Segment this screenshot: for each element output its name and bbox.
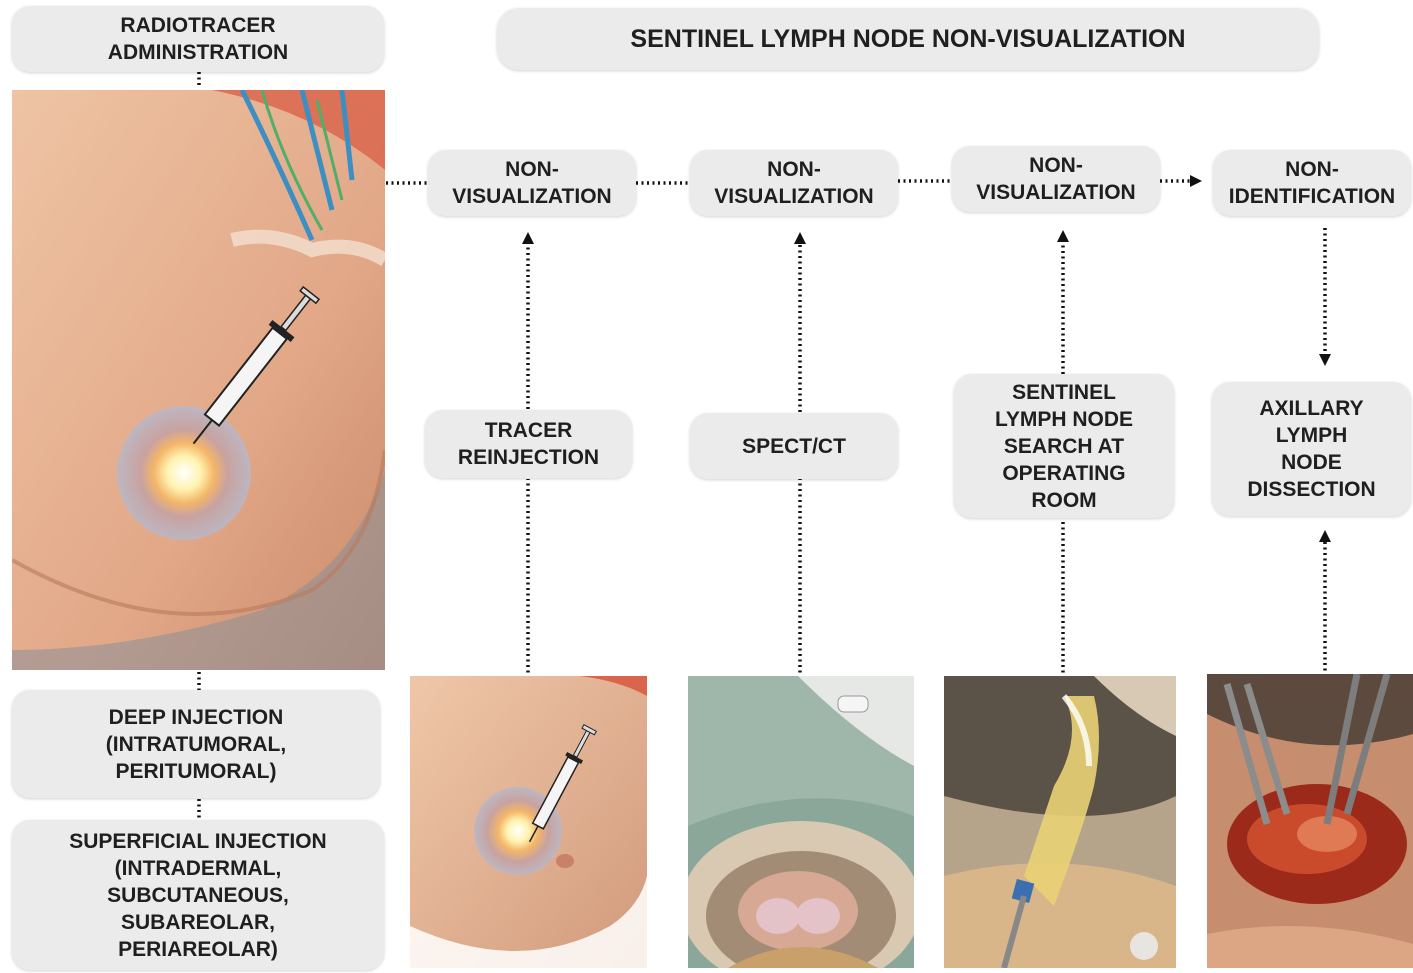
breast-reinjection-illustration: [410, 676, 647, 968]
axillary-dissection-surgery-photo: [1207, 674, 1413, 968]
spect-ct-scan-photo: [688, 676, 914, 968]
gamma-probe-operating-room-photo: [944, 676, 1176, 968]
breast-injection-illustration: [12, 90, 385, 670]
